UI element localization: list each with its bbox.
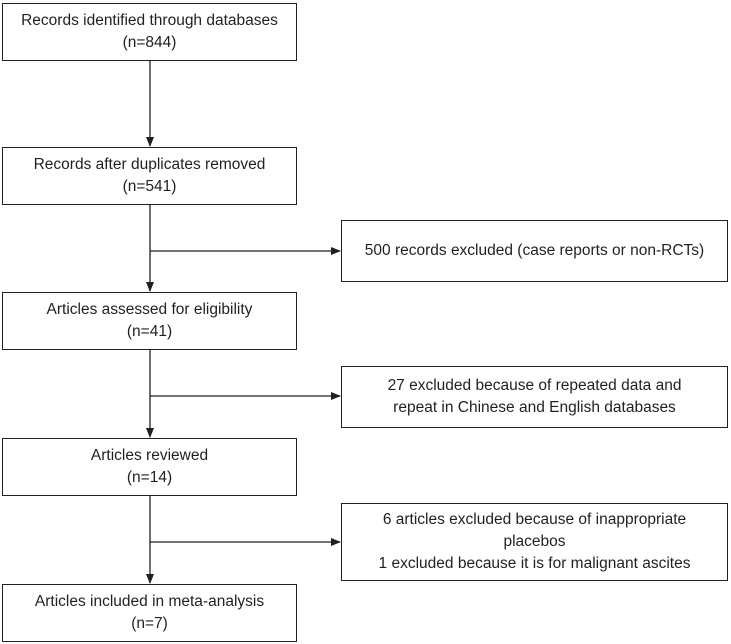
duplicates-removed-title: Records after duplicates removed: [33, 156, 266, 173]
exclusion-box-2: 27 excluded because of repeated data and…: [341, 366, 728, 428]
reviewed-count: (n=14): [126, 469, 173, 486]
exclusion-2-line-2: repeat in Chinese and English databases: [393, 399, 676, 416]
eligibility-count: (n=41): [126, 323, 173, 340]
included-box: Articles included in meta-analysis (n=7): [2, 584, 297, 642]
exclusion-box-3: 6 articles excluded because of inappropr…: [341, 503, 728, 581]
records-identified-count: (n=844): [122, 34, 177, 51]
included-count: (n=7): [131, 615, 168, 632]
exclusion-3-line-1: 6 articles excluded because of inappropr…: [382, 511, 687, 528]
exclusion-1-line-1: 500 records excluded (case reports or no…: [364, 242, 705, 259]
included-title: Articles included in meta-analysis: [34, 593, 265, 610]
reviewed-box: Articles reviewed (n=14): [2, 438, 297, 496]
records-identified-box: Records identified through databases (n=…: [2, 3, 297, 61]
exclusion-3-line-2: placebos: [503, 533, 566, 550]
exclusion-3-line-3: 1 excluded because it is for malignant a…: [378, 555, 691, 572]
exclusion-box-1: 500 records excluded (case reports or no…: [341, 220, 728, 282]
duplicates-removed-box: Records after duplicates removed (n=541): [2, 147, 297, 205]
records-identified-title: Records identified through databases: [21, 12, 278, 29]
eligibility-box: Articles assessed for eligibility (n=41): [2, 292, 297, 350]
exclusion-2-line-1: 27 excluded because of repeated data and: [387, 377, 682, 394]
duplicates-removed-count: (n=541): [122, 178, 177, 195]
reviewed-title: Articles reviewed: [90, 447, 209, 464]
eligibility-title: Articles assessed for eligibility: [46, 301, 253, 318]
